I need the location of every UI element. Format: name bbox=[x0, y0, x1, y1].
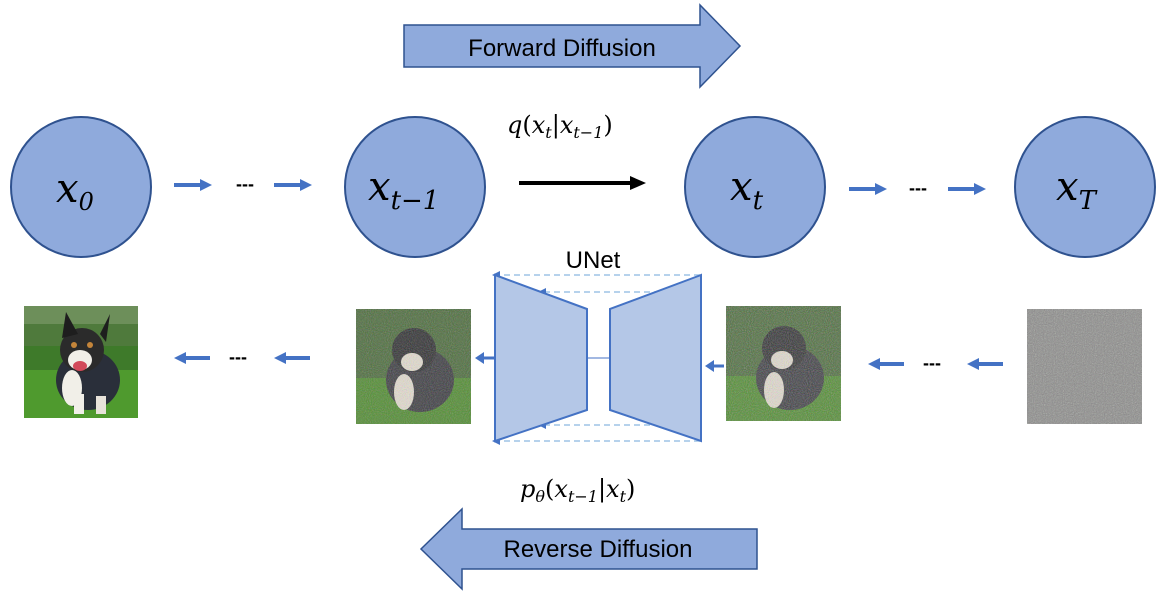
svg-text:---: --- bbox=[229, 347, 247, 367]
unet-output-arrow bbox=[475, 352, 494, 364]
svg-text:---: --- bbox=[236, 174, 254, 194]
denoised-dog-image bbox=[356, 309, 471, 424]
svg-text:---: --- bbox=[909, 178, 927, 198]
forward-chain-right: --- bbox=[849, 178, 986, 198]
clean-dog-image bbox=[24, 306, 138, 418]
svg-text:---: --- bbox=[923, 353, 941, 373]
state-node-xT: xT bbox=[1014, 116, 1156, 258]
forward-diffusion-arrow bbox=[403, 3, 742, 89]
reverse-diffusion-arrow bbox=[419, 507, 758, 591]
forward-step-arrow bbox=[519, 176, 646, 190]
pure-noise-image bbox=[1027, 309, 1142, 424]
unet-right-block bbox=[609, 273, 702, 443]
svg-text:xt: xt bbox=[730, 164, 764, 216]
noisy-dog-image bbox=[726, 306, 841, 421]
unet-label: UNet bbox=[566, 247, 621, 274]
state-node-x0: x0 bbox=[10, 116, 152, 258]
state-node-xt-minus-1: xt−1 bbox=[344, 116, 486, 258]
forward-transition-formula: q(xt|xt−1) bbox=[507, 111, 613, 142]
svg-text:xT: xT bbox=[1056, 164, 1098, 216]
unet-left-block bbox=[494, 273, 588, 443]
forward-diffusion-label: Forward Diffusion bbox=[468, 35, 656, 62]
forward-chain-left: --- bbox=[174, 174, 312, 194]
svg-text:xt−1: xt−1 bbox=[368, 164, 439, 216]
reverse-transition-formula: pθ(xt−1|xt) bbox=[520, 475, 635, 506]
state-node-xt: xt bbox=[684, 116, 826, 258]
svg-text:x0: x0 bbox=[56, 166, 94, 216]
reverse-diffusion-label: Reverse Diffusion bbox=[504, 536, 693, 563]
reverse-chain-left: --- bbox=[174, 347, 310, 367]
unet-input-arrow bbox=[705, 360, 724, 372]
reverse-chain-right: --- bbox=[868, 353, 1003, 373]
